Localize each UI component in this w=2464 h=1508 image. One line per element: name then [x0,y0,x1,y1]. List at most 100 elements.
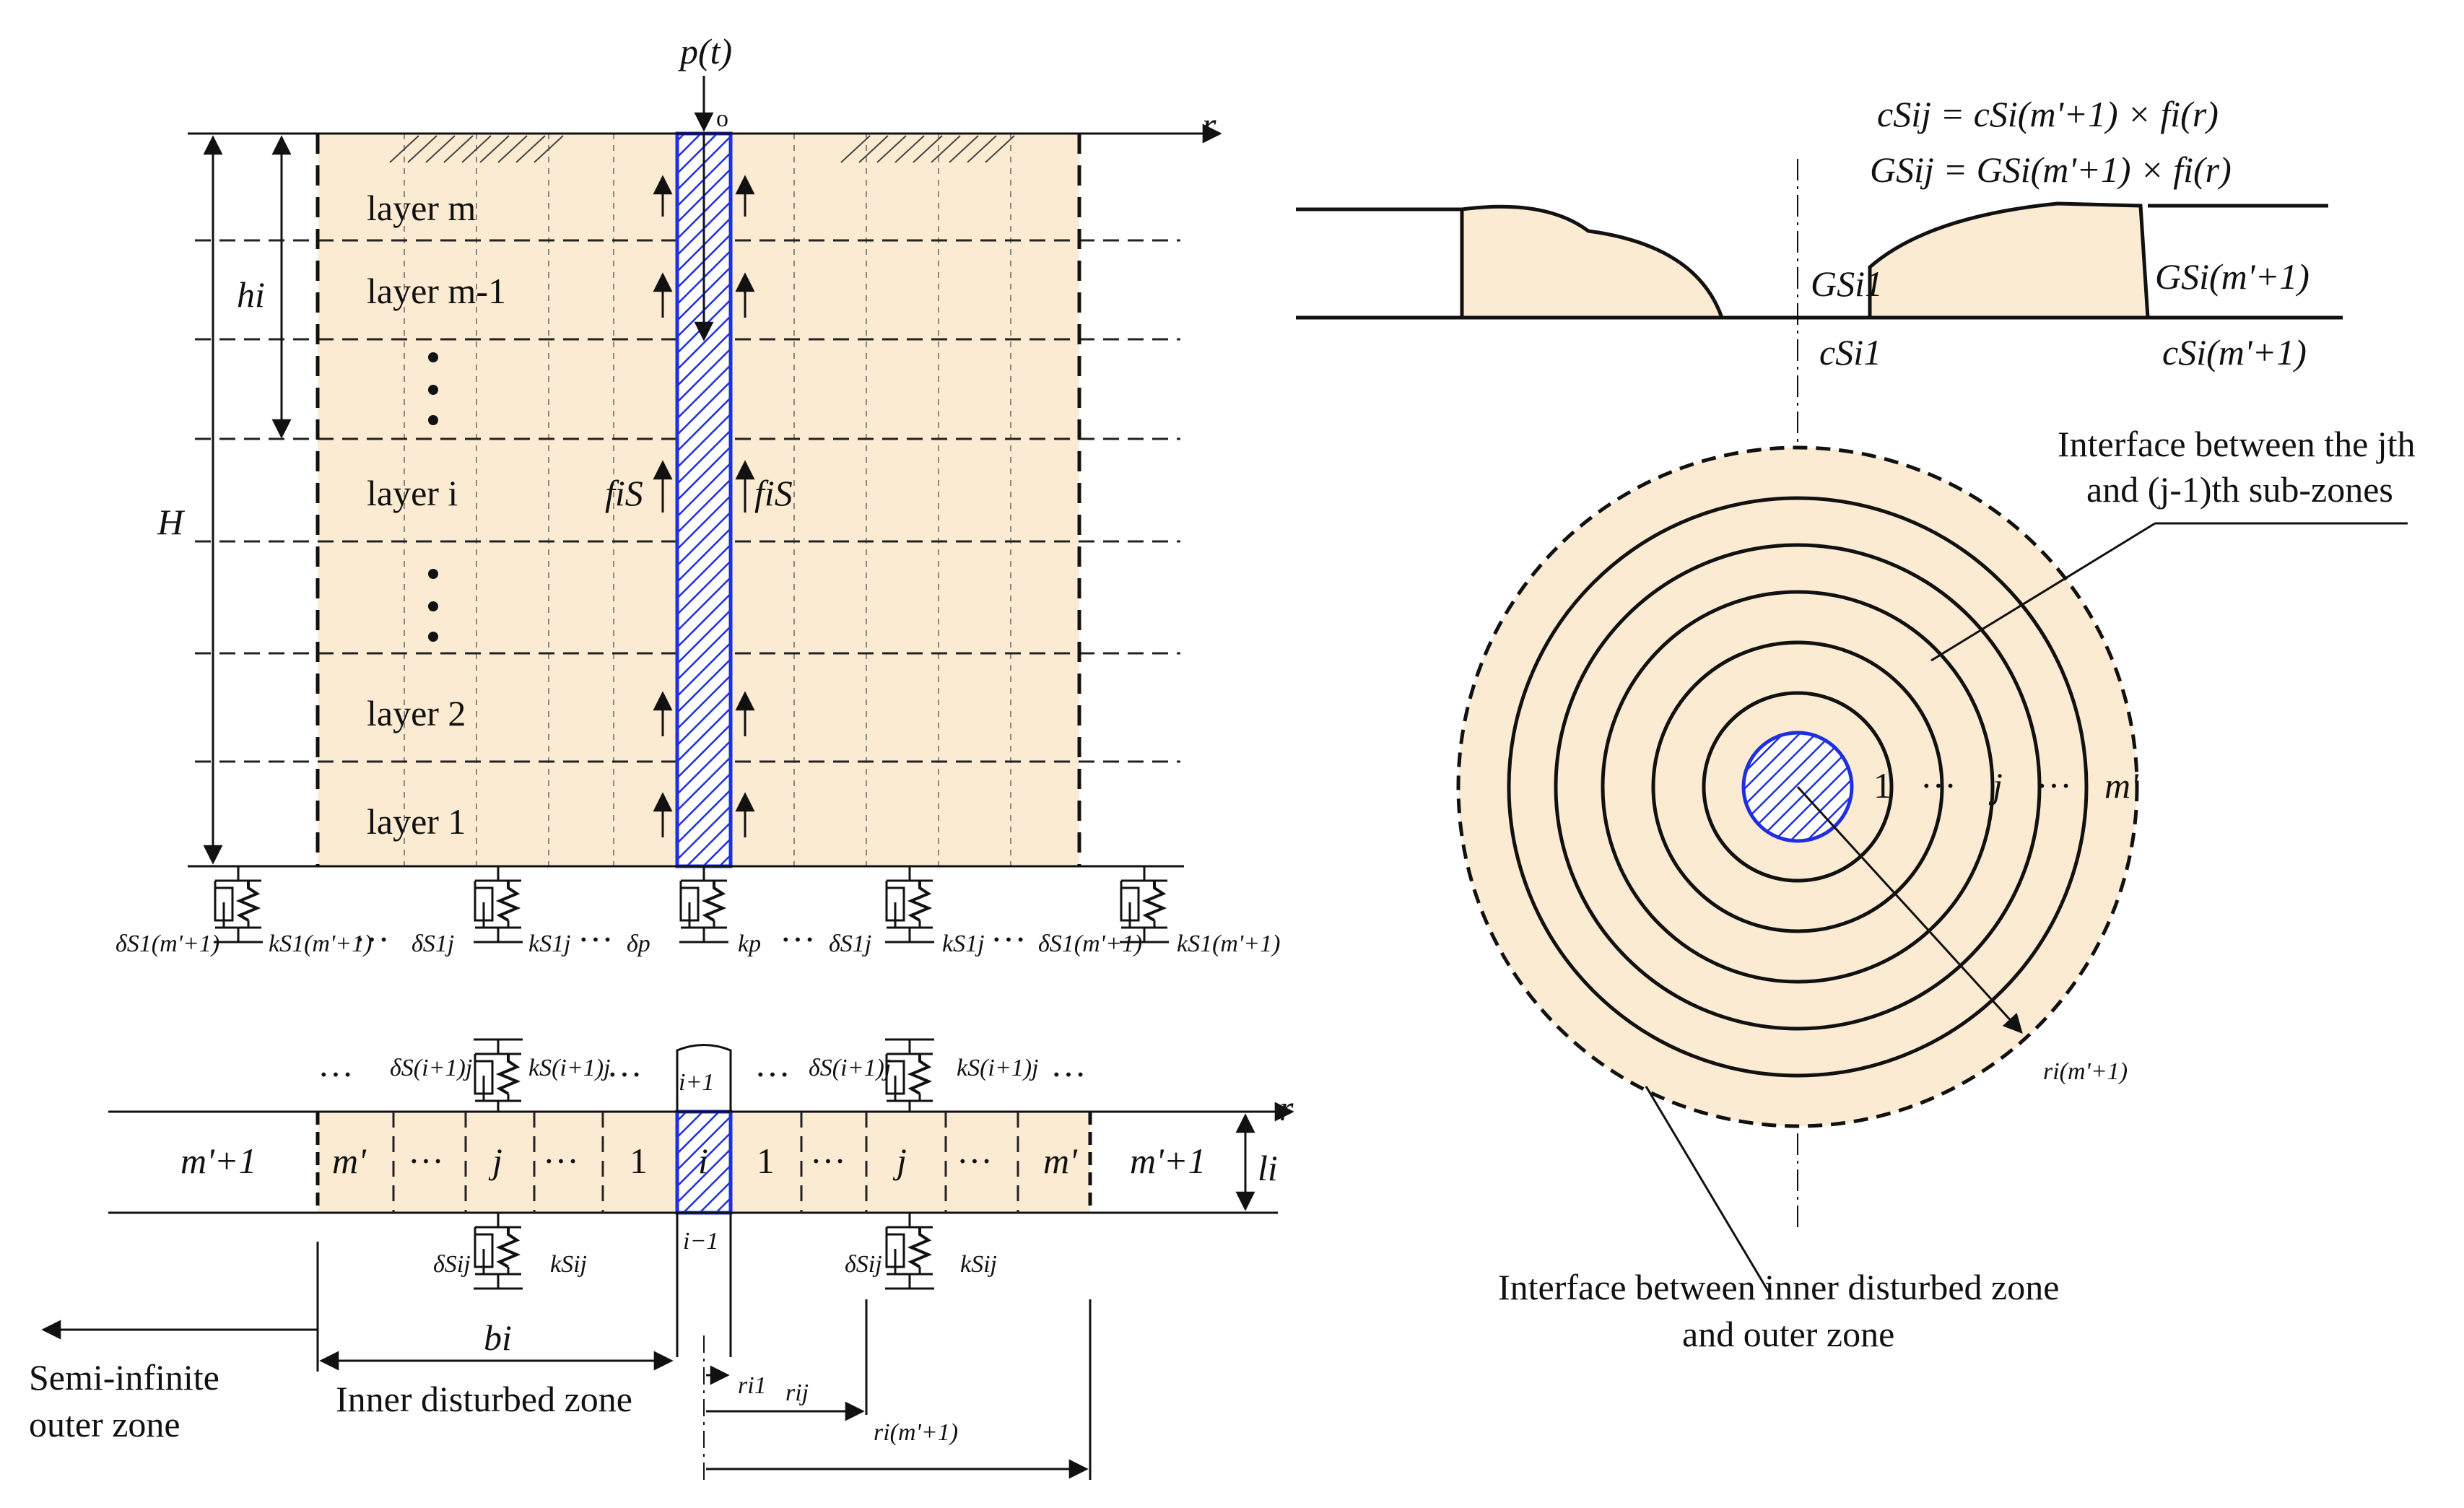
radius-label: ri(m'+1) [2043,1058,2128,1085]
section-thickness-label: li [1258,1148,1278,1188]
sub-zone-interface-label-line-1: Interface between the jth [2058,424,2416,464]
layer-label-m-1: layer m-1 [367,271,506,311]
pile-base-stiffness: kp [738,930,761,957]
base-stiffness-j-left: kS1j [528,930,571,957]
r-axis-label: r [1202,105,1216,145]
base-stiffness-outer-right: kS1(m'+1) [1177,930,1281,957]
base-damping-j-right: δS1j [829,930,871,957]
spring-dashpot [1120,866,1169,943]
ellipsis: ··· [606,1054,643,1094]
spring-dashpot [885,1038,934,1112]
spring-dashpot [474,1213,523,1290]
base-stiffness-outer-left: kS1(m'+1) [269,930,373,957]
sub-zone-boundaries [315,1112,1092,1213]
outer-interface-label-line-2: and outer zone [1682,1314,1894,1354]
layer-section: r m'+1 m' ··· j ··· 1 i 1 ··· j ··· m' m… [29,1038,1294,1480]
outer-interface-label-line-1: Interface between inner disturbed zone [1498,1267,2059,1307]
shear-modulus-outer: GSi(m'+1) [2155,256,2310,297]
property-curve-right [1868,201,2150,320]
load-label: p(t) [678,31,732,71]
ground-hatch-left [389,135,564,163]
damping-outer: cSi(m'+1) [2162,332,2307,372]
height-label: H [157,502,186,542]
sub-zone-interface-label-line-2: and (j-1)th sub-zones [2086,469,2393,510]
radius-rj-label: rij [785,1380,809,1406]
pile-layer-i: i [698,1141,708,1181]
ring-label-m: m' [2104,765,2139,806]
base-springs: δS1(m'+1) kS1(m'+1) ··· δS1j kS1j ··· δp… [116,866,1281,959]
outer-zone-label-line-2: outer zone [29,1404,180,1444]
spring-dashpot [885,1213,934,1290]
top-stiffness-left: kS(i+1)j [528,1055,611,1081]
bottom-stiffness-right: kSij [960,1251,997,1278]
ring-ellipsis: ··· [1920,765,1956,806]
top-damping-left: δS(i+1)j [390,1055,472,1081]
ellipsis: ··· [780,919,816,959]
bottom-damping-left: δSij [433,1251,471,1278]
zone-right-ellipsis: ··· [810,1141,846,1181]
base-damping-j-left: δS1j [412,930,454,957]
sub-zone-ring [1507,496,2089,1078]
sub-zone-ring [1651,640,1944,933]
layer-label-i: layer i [367,473,458,513]
ground-hatch-right [840,135,1015,163]
layer-thickness-label: hi [237,274,265,315]
shaft-friction-label-left: fiS [605,473,643,513]
ellipsis: ··· [1050,1054,1087,1094]
outer-zone-label-line-1: Semi-infinite [29,1357,219,1398]
bottom-damping-right: δSij [845,1251,882,1278]
layer-label-m: layer m [367,188,476,228]
ellipsis: ··· [754,1054,791,1094]
pile-base-damping: δp [627,930,650,957]
zone-left-m: m' [332,1141,367,1181]
pile-segment-below [676,1213,732,1357]
ellipsis: ··· [318,1054,354,1094]
spring-dashpot [885,866,934,943]
sub-zone-ring [1702,691,1894,883]
ellipsis: ··· [991,919,1027,959]
ellipsis: ··· [578,919,614,959]
leader-line [1930,522,2156,662]
zone-right-m: m' [1043,1141,1078,1181]
leader-line [1645,1086,1770,1293]
origin-label: o [716,105,728,132]
zone-right-outer: m'+1 [1130,1141,1206,1181]
sub-zone-ring [1554,543,2042,1031]
zone-left-ellipsis: ··· [543,1141,579,1181]
bottom-stiffness-left: kSij [550,1251,587,1278]
radius-r1-label: ri1 [738,1372,767,1399]
shaft-friction-arrows [653,175,755,837]
top-damping-right: δS(i+1)j [809,1055,891,1081]
zone-right-1: 1 [757,1141,775,1181]
vertical-ellipsis-lower [428,569,438,642]
property-curve-left [1460,204,1725,320]
zone-left-outer: m'+1 [180,1141,257,1181]
inner-zone-width-label: bi [484,1317,512,1358]
spring-dashpot [679,866,728,943]
vertical-ellipsis-upper [428,352,438,425]
plan-view: ri(m'+1) 1 ··· j ··· m' Interface betwee… [1456,424,2416,1354]
spring-dashpot [474,866,523,943]
pile-segment-above [676,1044,732,1112]
top-stiffness-right: kS(i+1)j [957,1055,1039,1081]
layer-label-2: layer 2 [367,693,466,733]
zone-left-ellipsis: ··· [408,1141,444,1181]
base-damping-outer-left: δS1(m'+1) [116,930,219,957]
ring-label-1: 1 [1873,765,1891,806]
spring-dashpot [214,866,263,943]
base-damping-outer-right: δS1(m'+1) [1038,930,1142,957]
section-r-axis-label: r [1279,1088,1294,1128]
property-equation-g: GSij = GSi(m'+1) × fi(r) [1870,149,2232,190]
inner-zone-label: Inner disturbed zone [336,1379,632,1419]
property-equation-c: cSij = cSi(m'+1) × fi(r) [1877,94,2219,134]
sub-zone-ring [1601,590,1995,984]
section-pile [675,1110,733,1215]
shear-modulus-zone-1: GSi1 [1811,263,1883,304]
base-stiffness-j-right: kS1j [942,930,985,957]
ellipsis: ··· [354,919,390,959]
pile-label-above: i+1 [679,1069,714,1096]
spring-dashpot [474,1038,523,1112]
damping-zone-1: cSi1 [1819,332,1881,372]
radius-arrow [1796,785,2023,1034]
